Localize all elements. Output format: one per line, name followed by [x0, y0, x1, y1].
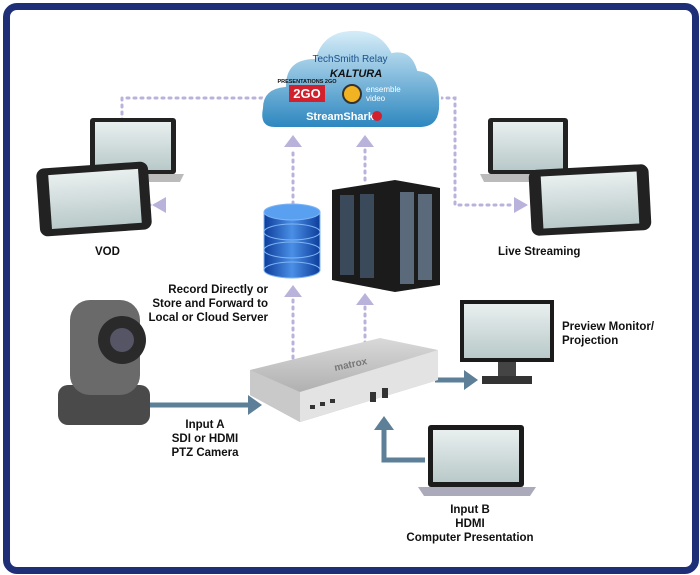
solid-arrowheads	[248, 370, 478, 430]
presentation-laptop-icon	[418, 425, 536, 496]
input-a-line: Input A	[185, 419, 225, 431]
record-line: Local or Cloud Server	[148, 312, 268, 324]
dotted-arrowheads	[152, 135, 528, 305]
preview-line: Projection	[562, 335, 619, 347]
svg-text:StreamShark: StreamShark	[306, 111, 375, 123]
svg-text:2GO: 2GO	[293, 86, 320, 101]
ptz-camera-icon	[58, 300, 150, 425]
cloud-icon: TechSmith Relay KALTURA PRESENTATIONS 2G…	[260, 28, 442, 129]
svg-text:KALTURA: KALTURA	[330, 68, 382, 80]
svg-text:TechSmith Relay: TechSmith Relay	[312, 54, 387, 65]
preview-monitor-icon	[460, 300, 554, 384]
preview-line: Preview Monitor/	[562, 321, 655, 333]
vod-tablet-icon	[36, 161, 152, 237]
input-a-line: SDI or HDMI	[171, 433, 239, 445]
vod-label: VOD	[95, 246, 120, 258]
svg-text:ensemble: ensemble	[366, 85, 401, 94]
matrox-encoder-device: matrox	[250, 338, 438, 422]
record-label: Record Directly or Store and Forward to …	[140, 283, 268, 325]
preview-label: Preview Monitor/ Projection	[562, 320, 654, 348]
live-tablet-icon	[528, 164, 652, 236]
live-streaming-label: Live Streaming	[498, 246, 581, 258]
server-rack-icon	[332, 180, 440, 292]
record-line: Record Directly or	[168, 284, 268, 296]
presentations-2go-logo-text: PRESENTATIONS 2GO	[277, 79, 337, 85]
input-b-label: Input B HDMI Computer Presentation	[395, 503, 545, 545]
record-line: Store and Forward to	[152, 298, 268, 310]
input-a-line: PTZ Camera	[171, 447, 239, 459]
input-b-line: Input B	[450, 504, 490, 516]
input-b-line: HDMI	[455, 518, 485, 530]
input-b-line: Computer Presentation	[406, 532, 534, 544]
svg-text:video: video	[366, 94, 386, 103]
database-icon	[263, 203, 321, 279]
solid-connectors	[150, 377, 468, 463]
input-a-label: Input A SDI or HDMI PTZ Camera	[160, 418, 250, 460]
